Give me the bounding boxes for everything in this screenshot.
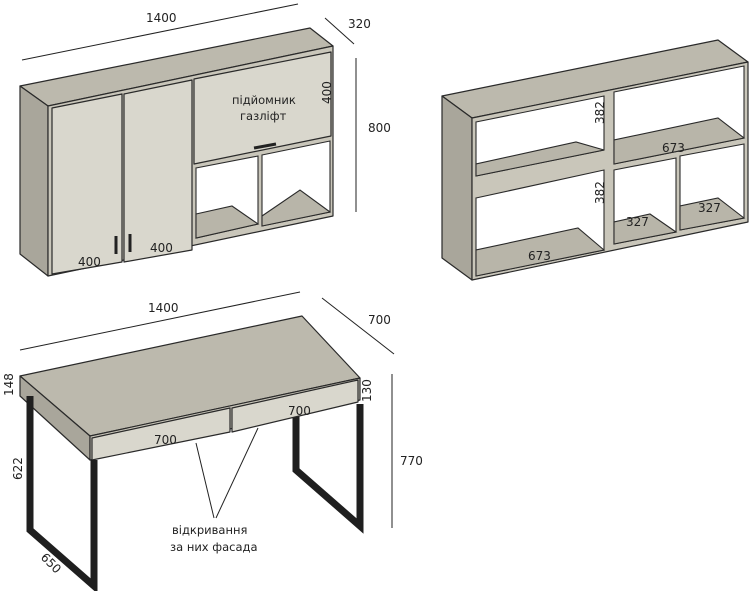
open-shelf-shelf-upper-right bbox=[613, 117, 746, 165]
lift-label-line2: газліфт bbox=[240, 109, 287, 123]
desk-drawer-right-width-label: 700 bbox=[288, 404, 311, 418]
wall-cabinet-open-left-shelf bbox=[195, 205, 260, 239]
desk-top-height-label: 148 bbox=[2, 373, 16, 396]
desk-width-label: 1400 bbox=[148, 301, 179, 315]
open-shelf-shelf-lower-right bbox=[679, 197, 746, 231]
desk-leg-height-label: 622 bbox=[11, 457, 25, 480]
desk-leg-back bbox=[292, 404, 364, 534]
lift-label-line1: підйомник bbox=[232, 93, 296, 107]
desk: 1400 700 148 130 770 622 650 700 700 від… bbox=[2, 291, 423, 591]
door-right-width-label: 400 bbox=[150, 241, 173, 255]
door-left-width-label: 400 bbox=[78, 255, 101, 269]
wall-cabinet-depth-label: 320 bbox=[348, 17, 371, 31]
desk-drawer-height-label: 130 bbox=[360, 379, 374, 402]
wall-cabinet-lift-height-label: 400 bbox=[320, 81, 334, 104]
shelf-cell-right-width-label: 327 bbox=[698, 201, 721, 215]
shelf-bottom-width-label: 673 bbox=[528, 249, 551, 263]
wall-cabinet-open-right-shelf bbox=[261, 189, 332, 227]
wall-cabinet-door-left bbox=[51, 93, 123, 275]
wall-cabinet-lift-door bbox=[193, 51, 332, 165]
wall-cabinet: 1400 320 800 400 400 400 підйомник газлі… bbox=[19, 3, 391, 277]
shelf-lower-height-label: 382 bbox=[593, 181, 607, 204]
open-shelf-shelf-lower-middle bbox=[613, 213, 678, 245]
desk-drawer-left-width-label: 700 bbox=[154, 433, 177, 447]
open-shelf-shelf-lower-left bbox=[475, 227, 606, 277]
wall-cabinet-left-side bbox=[19, 85, 49, 277]
wall-cabinet-height-label: 800 bbox=[368, 121, 391, 135]
desk-drawer-right bbox=[231, 379, 359, 433]
wall-cabinet-width-label: 1400 bbox=[146, 11, 177, 25]
shelf-right-width-label: 673 bbox=[662, 141, 685, 155]
desk-drawer-left bbox=[91, 407, 231, 461]
desk-note-line1: відкривання bbox=[172, 523, 247, 537]
shelf-upper-height-label: 382 bbox=[593, 101, 607, 124]
lift-door-handle bbox=[253, 142, 277, 150]
open-shelf-shelf-upper-left bbox=[475, 141, 605, 177]
desk-note-line2: за них фасада bbox=[170, 540, 258, 554]
desk-leg-front bbox=[26, 396, 98, 591]
open-shelf-left-side bbox=[441, 95, 473, 281]
desk-total-height-label: 770 bbox=[400, 454, 423, 468]
wall-cabinet-door-right bbox=[123, 79, 193, 263]
desk-depth-label: 700 bbox=[368, 313, 391, 327]
shelf-cell-left-width-label: 327 bbox=[626, 215, 649, 229]
open-shelf: 382 382 673 673 327 327 bbox=[441, 39, 749, 281]
